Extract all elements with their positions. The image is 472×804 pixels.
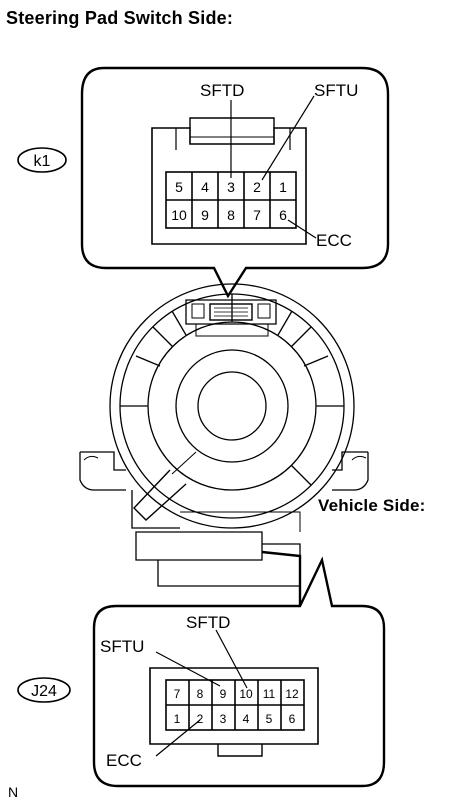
k1-pin: 6 <box>279 207 287 223</box>
k1-pin: 1 <box>279 179 287 195</box>
j24-pin: 2 <box>197 712 204 726</box>
j24-tag: J24 <box>31 683 57 700</box>
k1-pin: 3 <box>227 179 235 195</box>
k1-ecc-label: ECC <box>316 231 352 250</box>
k1-sftu-label: SFTU <box>314 81 358 100</box>
j24-pin: 9 <box>220 687 227 701</box>
page-title: Steering Pad Switch Side: <box>6 8 234 28</box>
j24-sftu-leader <box>155 651 221 687</box>
k1-pin: 9 <box>201 207 209 223</box>
j24-sftd-label: SFTD <box>186 613 230 632</box>
k1-pin: 10 <box>171 207 187 223</box>
k1-pin: 2 <box>253 179 261 195</box>
j24-pin: 4 <box>243 712 250 726</box>
k1-tag-oval <box>17 147 67 173</box>
k1-sftd-label: SFTD <box>200 81 244 100</box>
j24-pin: 12 <box>285 687 299 701</box>
k1-pin: 5 <box>175 179 183 195</box>
j24-pin: 7 <box>174 687 181 701</box>
vehicle-side-heading: Vehicle Side: <box>318 496 426 515</box>
k1-pin: 8 <box>227 207 235 223</box>
k1-pin: 4 <box>201 179 209 195</box>
j24-pin: 8 <box>197 687 204 701</box>
k1-sftu-leader <box>261 95 315 181</box>
j24-pin: 3 <box>220 712 227 726</box>
j24-pin: 11 <box>263 687 276 701</box>
j24-sftu-label: SFTU <box>100 637 144 656</box>
j24-pin: 1 <box>174 712 181 726</box>
footer-note: N <box>8 784 19 800</box>
k1-ecc-leader <box>287 219 317 239</box>
k1-pin: 7 <box>253 207 261 223</box>
k1-tag: k1 <box>34 153 51 170</box>
j24-tag-oval <box>17 677 71 703</box>
j24-sftd-leader <box>215 629 248 689</box>
j24-ecc-leader <box>155 719 201 757</box>
k1-callout <box>80 66 390 299</box>
j24-pin: 10 <box>239 687 253 701</box>
spiral-cable-body <box>79 283 369 587</box>
j24-pin: 6 <box>289 712 296 726</box>
j24-ecc-label: ECC <box>106 751 142 770</box>
j24-pin: 5 <box>266 712 273 726</box>
